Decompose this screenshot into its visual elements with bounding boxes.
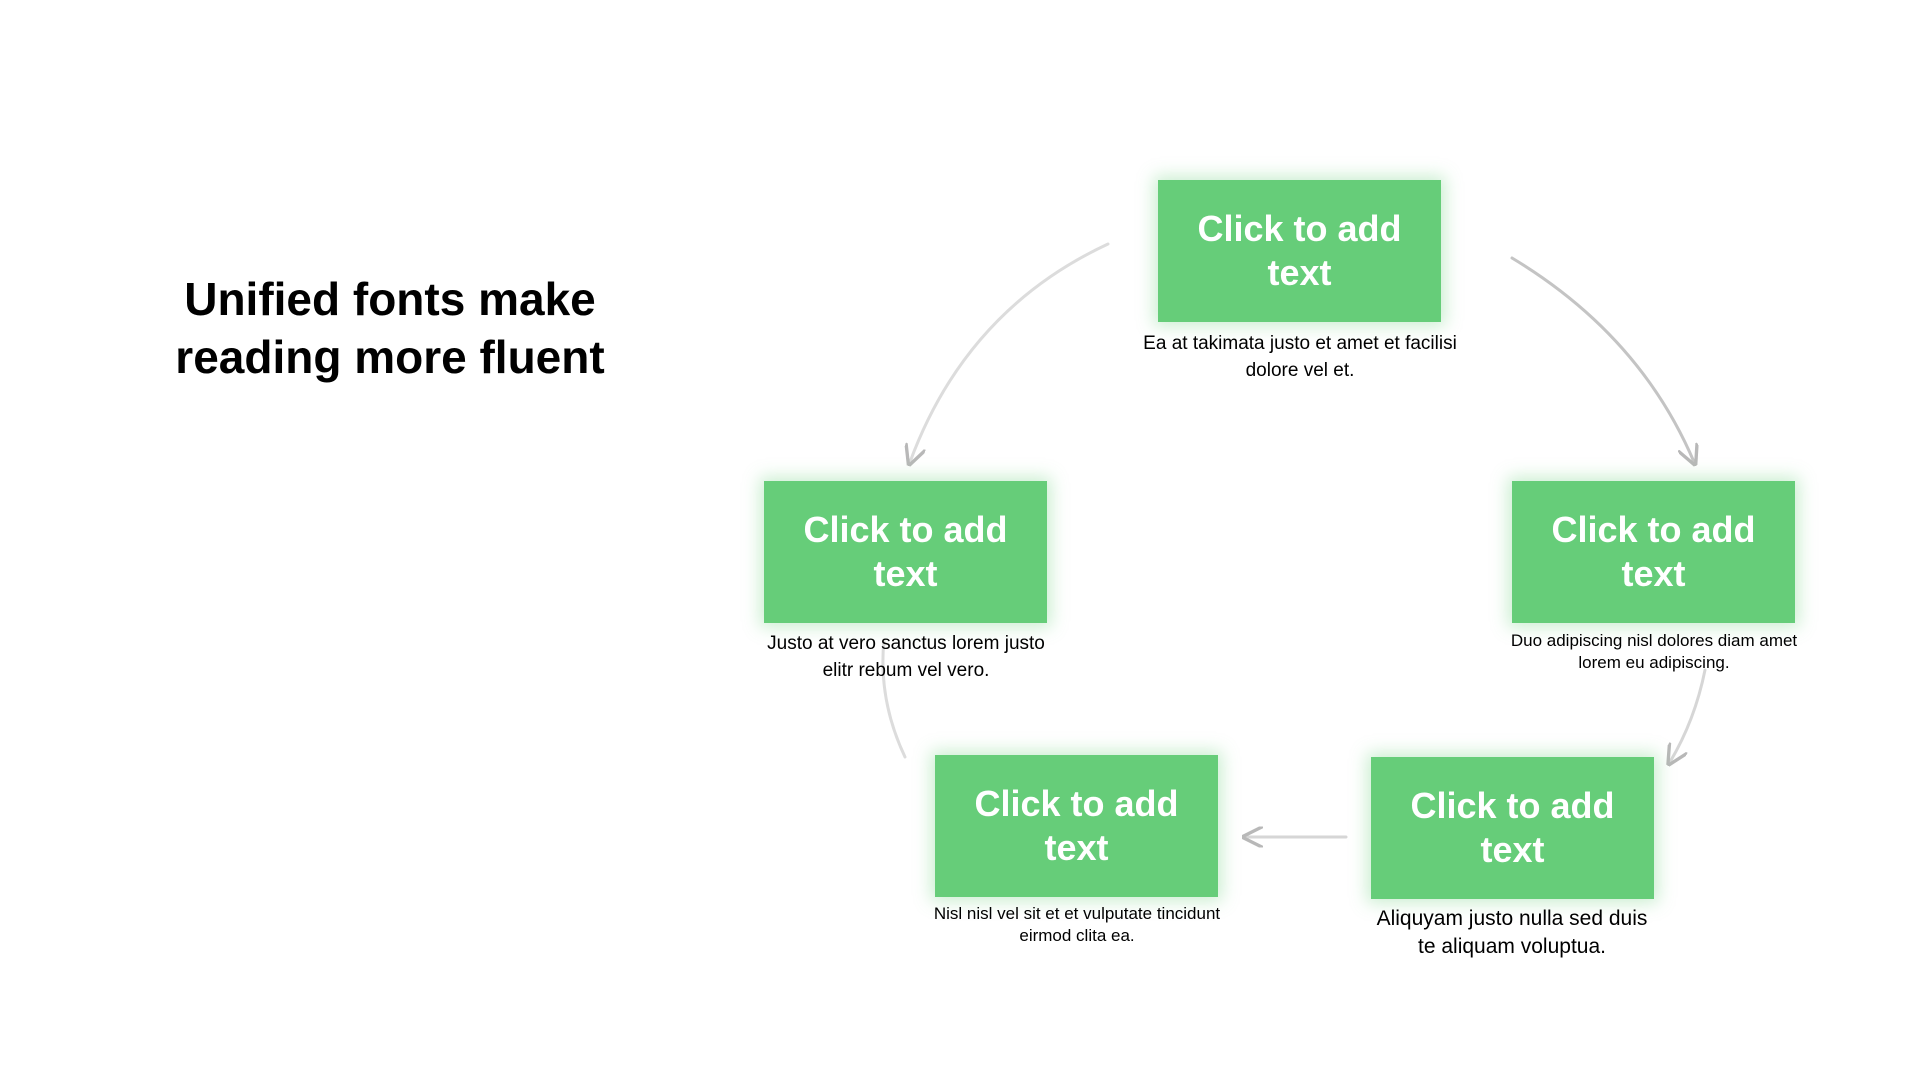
cycle-box-bottom-right[interactable]: Click to add text [1371, 757, 1654, 899]
cycle-box-bottom-right-label: Click to add text [1410, 785, 1615, 870]
cycle-box-right-label: Click to add text [1551, 509, 1756, 594]
cycle-caption-right: Duo adipiscing nisl dolores diam amet lo… [1510, 631, 1798, 672]
cycle-caption-left: Justo at vero sanctus lorem justo elitr … [767, 633, 1045, 681]
cycle-box-left[interactable]: Click to add text [764, 481, 1047, 623]
arrow-right-to-bottomright [1670, 668, 1707, 762]
arrow-bottomleft-to-left [881, 638, 907, 759]
cycle-box-bottom-left-label: Click to add text [974, 783, 1179, 868]
cycle-box-bottom-left[interactable]: Click to add text [935, 755, 1218, 897]
arrow-left-to-top [910, 242, 1110, 462]
cycle-caption-bottom-right: Aliquyam justo nulla sed duis te aliquam… [1376, 907, 1648, 958]
arrow-top-to-right [1510, 256, 1694, 462]
cycle-caption-top: Ea at takimata justo et amet et facilisi… [1143, 333, 1457, 381]
slide-title[interactable]: Unified fonts make reading more fluent [175, 273, 605, 383]
cycle-box-top[interactable]: Click to add text [1158, 180, 1441, 322]
cycle-caption-bottom-left: Nisl nisl vel sit et et vulputate tincid… [933, 904, 1221, 945]
cycle-box-right[interactable]: Click to add text [1512, 481, 1795, 623]
cycle-box-top-label: Click to add text [1197, 208, 1402, 293]
cycle-box-left-label: Click to add text [803, 509, 1008, 594]
